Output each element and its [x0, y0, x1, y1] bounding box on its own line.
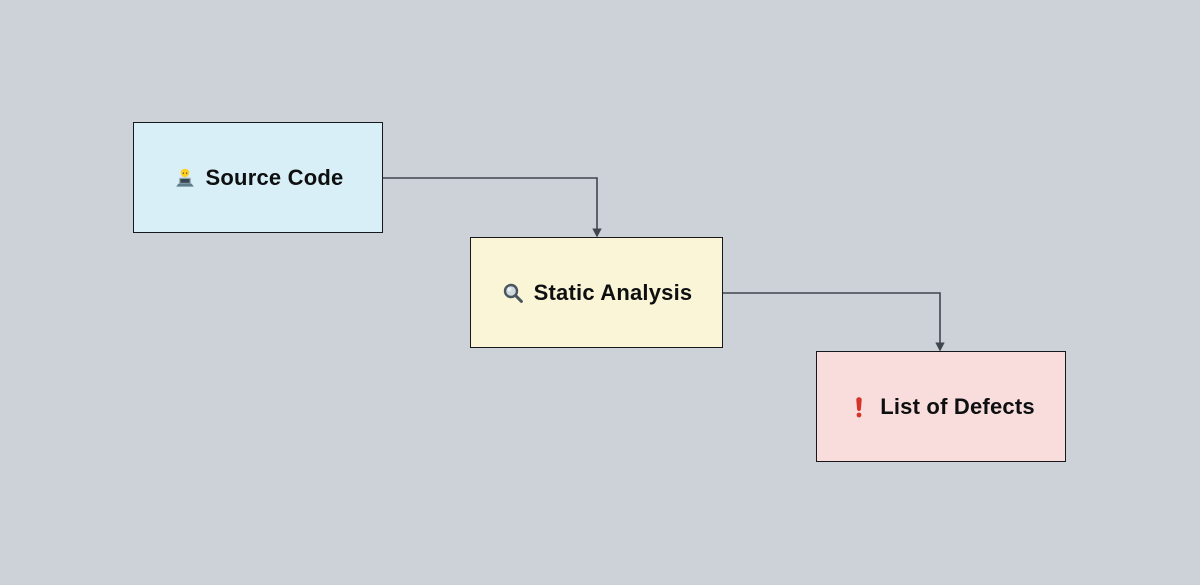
node-list-of-defects[interactable]: List of Defects [816, 351, 1066, 462]
edge-source-to-analysis [383, 177, 598, 229]
node-label: List of Defects [880, 393, 1035, 419]
magnifying-glass-icon [501, 281, 525, 305]
node-label: Source Code [205, 164, 344, 190]
red-exclamation-icon [847, 395, 871, 419]
node-source-code[interactable]: Source Code [133, 122, 383, 233]
technologist-icon [173, 166, 197, 190]
node-label: Static Analysis [533, 279, 693, 305]
edge-analysis-to-defects [723, 292, 941, 343]
node-static-analysis[interactable]: Static Analysis [470, 237, 723, 348]
